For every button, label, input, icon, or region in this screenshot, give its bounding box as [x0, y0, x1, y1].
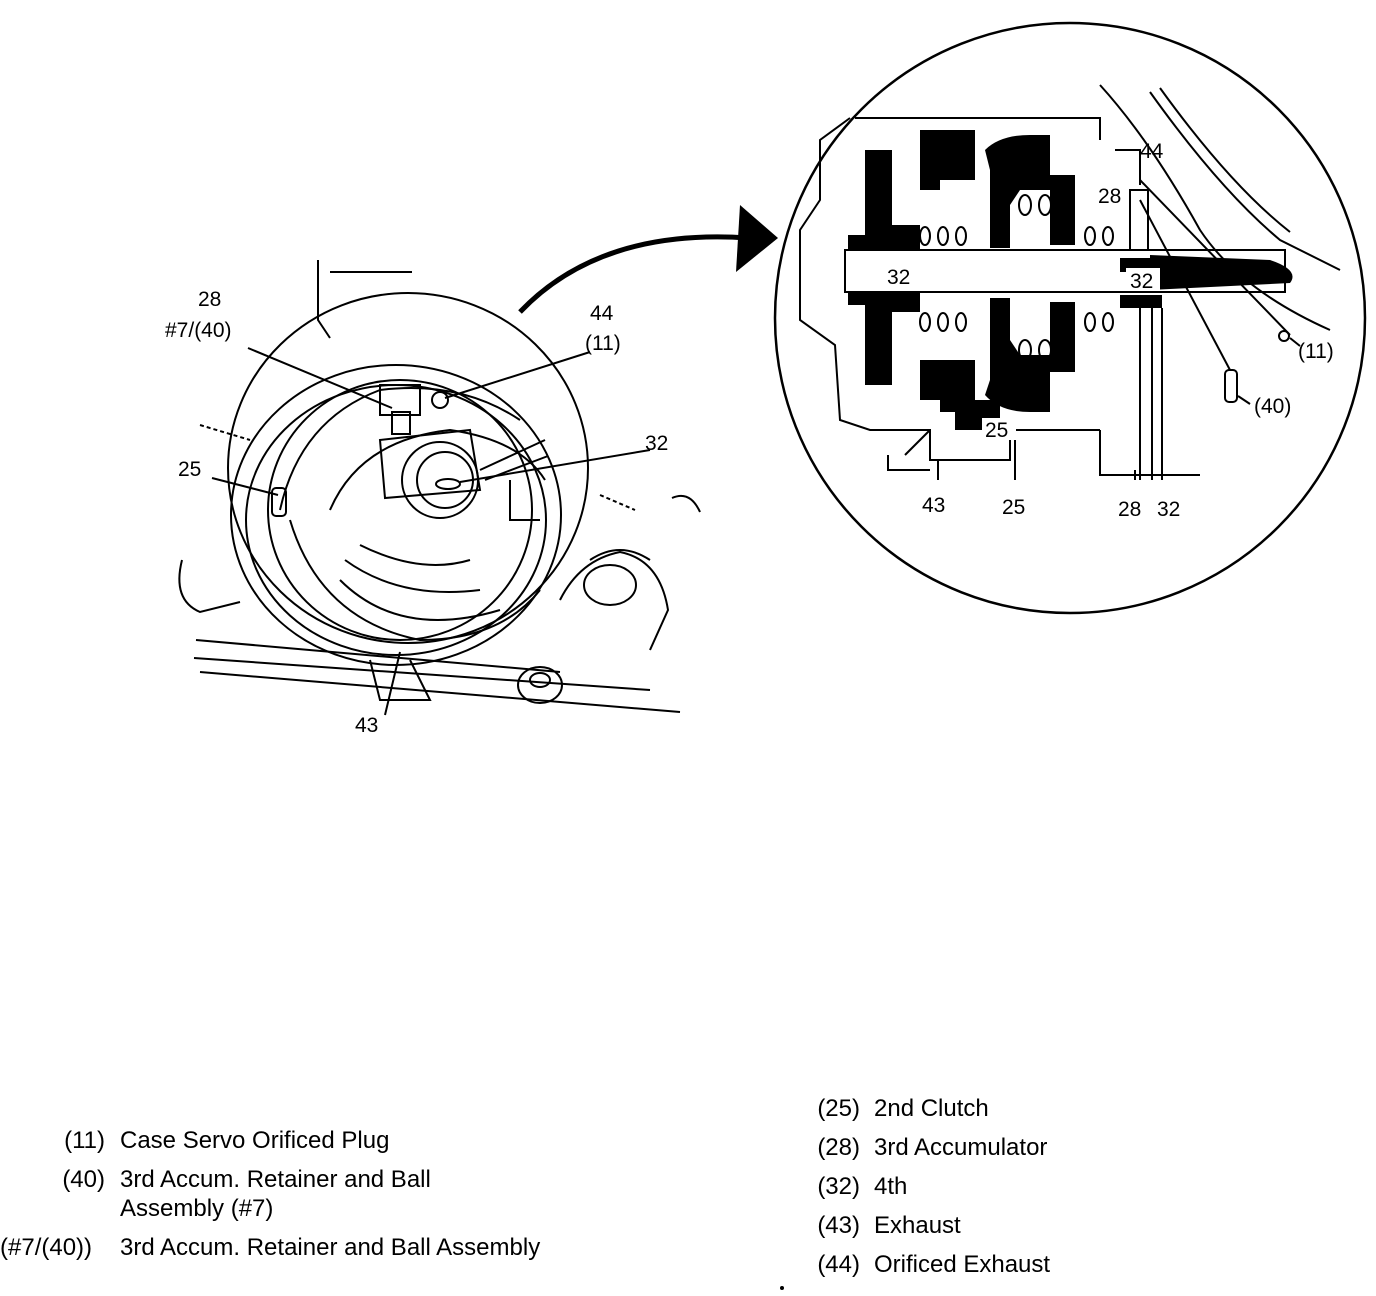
legend-item-11: (11) Case Servo Orificed Plug — [0, 1126, 660, 1155]
overview-label-28: 28 — [198, 288, 221, 311]
overview-label-11: (11) — [585, 332, 621, 355]
legend-code: (32) — [817, 1173, 860, 1200]
stray-dot — [780, 1286, 784, 1290]
legend-code: (44) — [817, 1251, 860, 1278]
legend-text: Case Servo Orificed Plug — [120, 1127, 390, 1154]
legend-item-40: (40) 3rd Accum. Retainer and Ball Assemb… — [0, 1165, 660, 1223]
detail-label-25-inner: 25 — [985, 419, 1008, 442]
legend-item-43: (43) Exhaust — [808, 1211, 1368, 1240]
detail-label-bottom-28: 28 — [1118, 498, 1141, 521]
overview-label-7-40: #7/(40) — [165, 319, 232, 342]
legend-item-32: (32) 4th — [808, 1172, 1368, 1201]
detail-label-11: (11) — [1298, 340, 1334, 363]
overview-label-44: 44 — [590, 302, 614, 325]
legend-code: (25) — [817, 1095, 860, 1122]
legend-item-28: (28) 3rd Accumulator — [808, 1133, 1368, 1162]
legend-text: 3rd Accumulator — [874, 1134, 1048, 1161]
legend-text: 3rd Accum. Retainer and Ball Assembly (#… — [120, 1166, 431, 1222]
legend-item-44: (44) Orificed Exhaust — [808, 1250, 1368, 1279]
transmission-diagram: 28 #7/(40) 44 (11) 32 25 43 44 28 32 32 … — [165, 21, 1367, 737]
overview-label-32: 32 — [645, 432, 668, 455]
legend-text: 3rd Accum. Retainer and Ball Assembly — [120, 1234, 541, 1261]
arrow-head — [736, 205, 778, 272]
legend-code: (40) — [62, 1166, 105, 1193]
overview-drawing — [178, 234, 749, 716]
legend-code: (28) — [817, 1134, 860, 1161]
legend-text: 4th — [874, 1173, 908, 1200]
detail-label-40: (40) — [1254, 395, 1291, 418]
detail-label-44: 44 — [1140, 140, 1164, 163]
detail-label-32-left: 32 — [887, 266, 910, 289]
legend-item-25: (25) 2nd Clutch — [808, 1094, 1368, 1123]
legend-text: Exhaust — [874, 1212, 961, 1239]
detail-label-28: 28 — [1098, 185, 1121, 208]
legend-left: (11) Case Servo Orificed Plug (40) 3rd A… — [0, 1126, 660, 1272]
legend-code: (43) — [817, 1212, 860, 1239]
detail-drawing — [773, 21, 1367, 615]
legend-code: (11) — [64, 1127, 105, 1154]
legend-item-7-40: (#7/(40)) 3rd Accum. Retainer and Ball A… — [0, 1233, 660, 1262]
legend-right: (25) 2nd Clutch (28) 3rd Accumulator (32… — [808, 1094, 1368, 1289]
legend-text: 2nd Clutch — [874, 1095, 989, 1122]
detail-label-32-right: 32 — [1130, 270, 1153, 293]
legend-code: (#7/(40)) — [0, 1234, 93, 1261]
detail-label-bottom-25: 25 — [1002, 496, 1025, 519]
overview-label-43: 43 — [355, 714, 378, 737]
legend-text: Orificed Exhaust — [874, 1251, 1051, 1278]
overview-label-25: 25 — [178, 458, 201, 481]
detail-label-bottom-43: 43 — [922, 494, 945, 517]
detail-label-bottom-32: 32 — [1157, 498, 1180, 521]
